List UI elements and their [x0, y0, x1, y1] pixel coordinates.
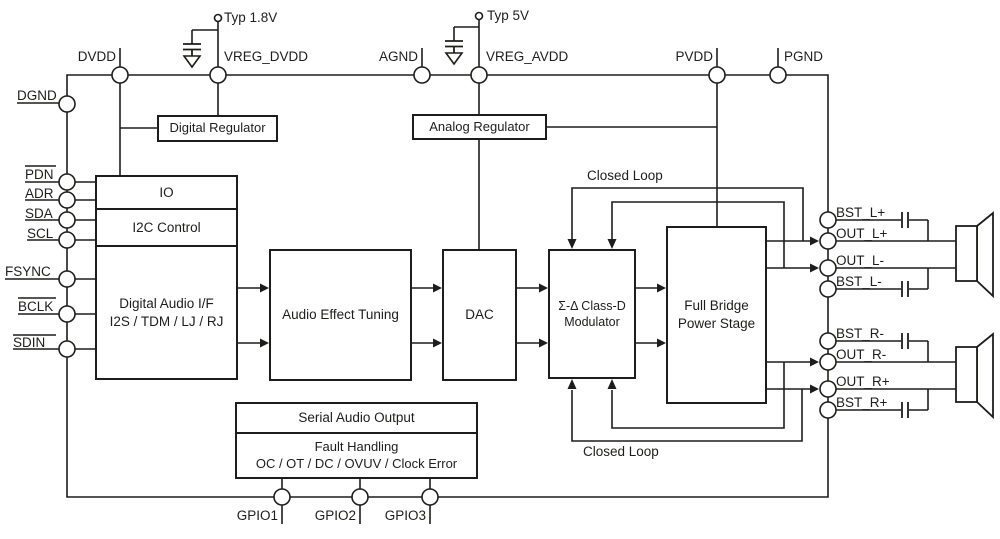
- pin-label-sdin: SDIN: [13, 335, 46, 350]
- analog-regulator-block: Analog Regulator: [412, 114, 547, 140]
- pin-circle-bst-rp: [819, 401, 837, 419]
- audio-effect-tuning-block: Audio Effect Tuning: [269, 249, 412, 381]
- pin-label-bst-lm: BST_L-: [836, 274, 882, 289]
- pin-label-pdn: PDN: [25, 167, 54, 182]
- pin-circle-bst-rm: [819, 332, 837, 350]
- pin-circle-dgnd: [58, 95, 76, 113]
- pin-circle-gpio1: [273, 488, 291, 506]
- typ-5v-label: Typ 5V: [487, 8, 530, 23]
- pin-circle-gpio2: [351, 488, 369, 506]
- pin-label-bst-lp: BST_L+: [836, 205, 886, 220]
- fault-handling-section: Fault Handling OC / OT / DC / OVUV / Clo…: [255, 438, 458, 471]
- pin-circle-pdn: [58, 173, 76, 191]
- feedback-wires: [571, 187, 804, 442]
- pin-label-out-lm: OUT_L-: [836, 253, 885, 268]
- pin-label-bst-rm: BST_R-: [836, 326, 885, 341]
- right-pin-wires: [836, 219, 956, 411]
- terminal-circle-1v8: [213, 13, 223, 23]
- pin-circle-bclk: [58, 305, 76, 323]
- terminal-circle-5v: [474, 11, 484, 21]
- pin-circle-pgnd: [769, 66, 787, 84]
- pin-label-bclk: BCLK: [18, 299, 54, 314]
- closed-loop-top-label: Closed Loop: [587, 168, 663, 183]
- pin-circle-bst-lm: [819, 280, 837, 298]
- i2c-control-section: I2C Control: [97, 210, 236, 247]
- pin-circle-vreg-avdd: [470, 66, 488, 84]
- pin-circle-pvdd: [708, 66, 726, 84]
- pin-circle-out-rm: [819, 353, 837, 371]
- pin-circle-sdin: [58, 340, 76, 358]
- pin-label-dgnd: DGND: [17, 88, 57, 103]
- closed-loop-bottom-label: Closed Loop: [583, 444, 659, 459]
- io-section: IO: [97, 177, 236, 210]
- ground-icon: [182, 55, 202, 69]
- pin-label-out-rp: OUT_R+: [836, 374, 890, 389]
- pin-name-overlines: [13, 165, 56, 336]
- serial-fault-block: Serial Audio Output Fault Handling OC / …: [235, 402, 478, 479]
- pin-circle-out-rp: [819, 380, 837, 398]
- ground-icon: [444, 52, 464, 66]
- signal-wires: [238, 240, 810, 390]
- pin-circles: [58, 11, 837, 506]
- speaker-left-icon: [955, 211, 994, 299]
- decoupling-capacitor-icon: [183, 40, 463, 56]
- pin-circle-scl: [58, 231, 76, 249]
- bootstrap-capacitor-icons: [901, 212, 909, 418]
- speaker-right-icon: [955, 332, 994, 420]
- digital-audio-if-section: Digital Audio I/F I2S / TDM / LJ / RJ: [109, 295, 224, 329]
- pin-label-vreg-dvdd: VREG_DVDD: [224, 49, 309, 64]
- full-bridge-block: Full Bridge Power Stage: [666, 226, 767, 404]
- modulator-block: Σ-Δ Class-D Modulator: [548, 249, 636, 379]
- pin-circle-agnd: [413, 66, 431, 84]
- pin-label-agnd: AGND: [378, 49, 418, 64]
- pin-circle-sda: [58, 211, 76, 229]
- pin-label-pgnd: PGND: [784, 49, 824, 64]
- pin-label-out-rm: OUT_R-: [836, 347, 887, 362]
- pin-label-out-lp: OUT_L+: [836, 226, 888, 241]
- pin-label-gpio2: GPIO2: [314, 508, 356, 523]
- pin-circle-gpio3: [421, 488, 439, 506]
- pin-label-bst-rp: BST_R+: [836, 395, 888, 410]
- ground-icons: [182, 52, 464, 69]
- digital-core-block: IO I2C Control Digital Audio I/F I2S / T…: [95, 175, 238, 380]
- digital-regulator-block: Digital Regulator: [157, 115, 278, 142]
- pin-circle-bst-lp: [819, 211, 837, 229]
- pin-circle-dvdd: [111, 66, 129, 84]
- pin-circle-fsync: [58, 270, 76, 288]
- pin-label-gpio1: GPIO1: [236, 508, 278, 523]
- typ-1v8-label: Typ 1.8V: [224, 10, 278, 25]
- pin-label-vreg-avdd: VREG_AVDD: [486, 49, 569, 64]
- pin-circle-out-lp: [819, 232, 837, 250]
- pin-circle-out-lm: [819, 259, 837, 277]
- pin-circle-vreg-dvdd: [209, 66, 227, 84]
- pin-label-scl: SCL: [27, 226, 54, 241]
- pin-label-gpio3: GPIO3: [384, 508, 426, 523]
- arrowheads: [260, 236, 819, 394]
- serial-audio-output-section: Serial Audio Output: [237, 404, 476, 434]
- pin-label-sda: SDA: [25, 206, 53, 221]
- pin-circle-adr: [58, 191, 76, 209]
- pin-label-pvdd: PVDD: [675, 49, 713, 64]
- pin-label-fsync: FSYNC: [5, 264, 51, 279]
- pin-label-adr: ADR: [25, 186, 54, 201]
- dac-block: DAC: [442, 249, 517, 381]
- pin-label-dvdd: DVDD: [77, 49, 116, 64]
